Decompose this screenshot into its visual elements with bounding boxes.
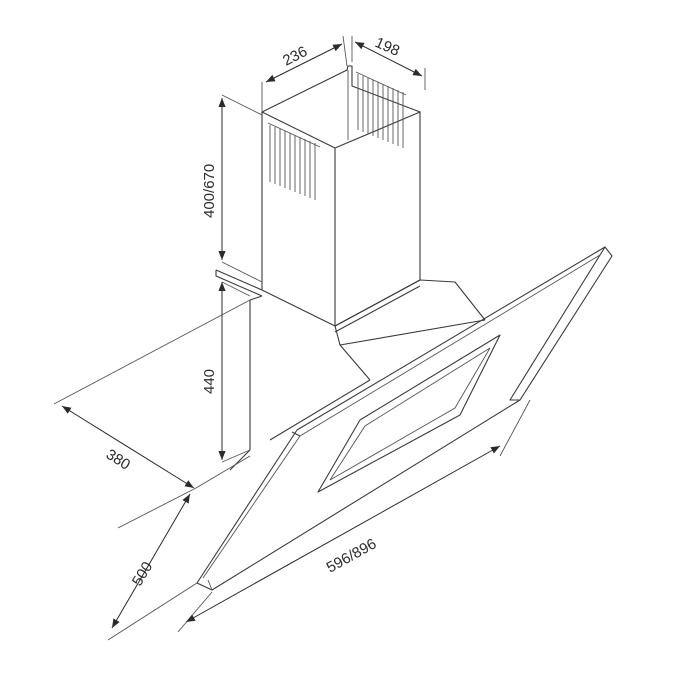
label-400-670: 400/670: [201, 164, 218, 218]
glass-panel: [196, 246, 613, 591]
label-596-896: 596/896: [324, 535, 380, 576]
dim-glass-depth: 500: [107, 487, 198, 641]
label-500: 500: [129, 559, 156, 589]
dim-chimney-height: 400/670: [201, 94, 263, 283]
label-440: 440: [201, 369, 218, 394]
dim-projection: 380: [53, 299, 251, 489]
label-198: 198: [372, 34, 402, 60]
label-236: 236: [280, 43, 310, 70]
hood-body: [215, 269, 486, 471]
dim-width: 596/896: [177, 399, 531, 633]
display-window: [317, 334, 501, 493]
label-380: 380: [103, 446, 133, 474]
chimney-vent-rear: [355, 71, 407, 148]
chimney: [261, 65, 421, 327]
chimney-vent-front: [267, 122, 321, 200]
dim-chimney-width: 236: [261, 35, 348, 112]
dim-body-height: 440: [201, 281, 251, 463]
